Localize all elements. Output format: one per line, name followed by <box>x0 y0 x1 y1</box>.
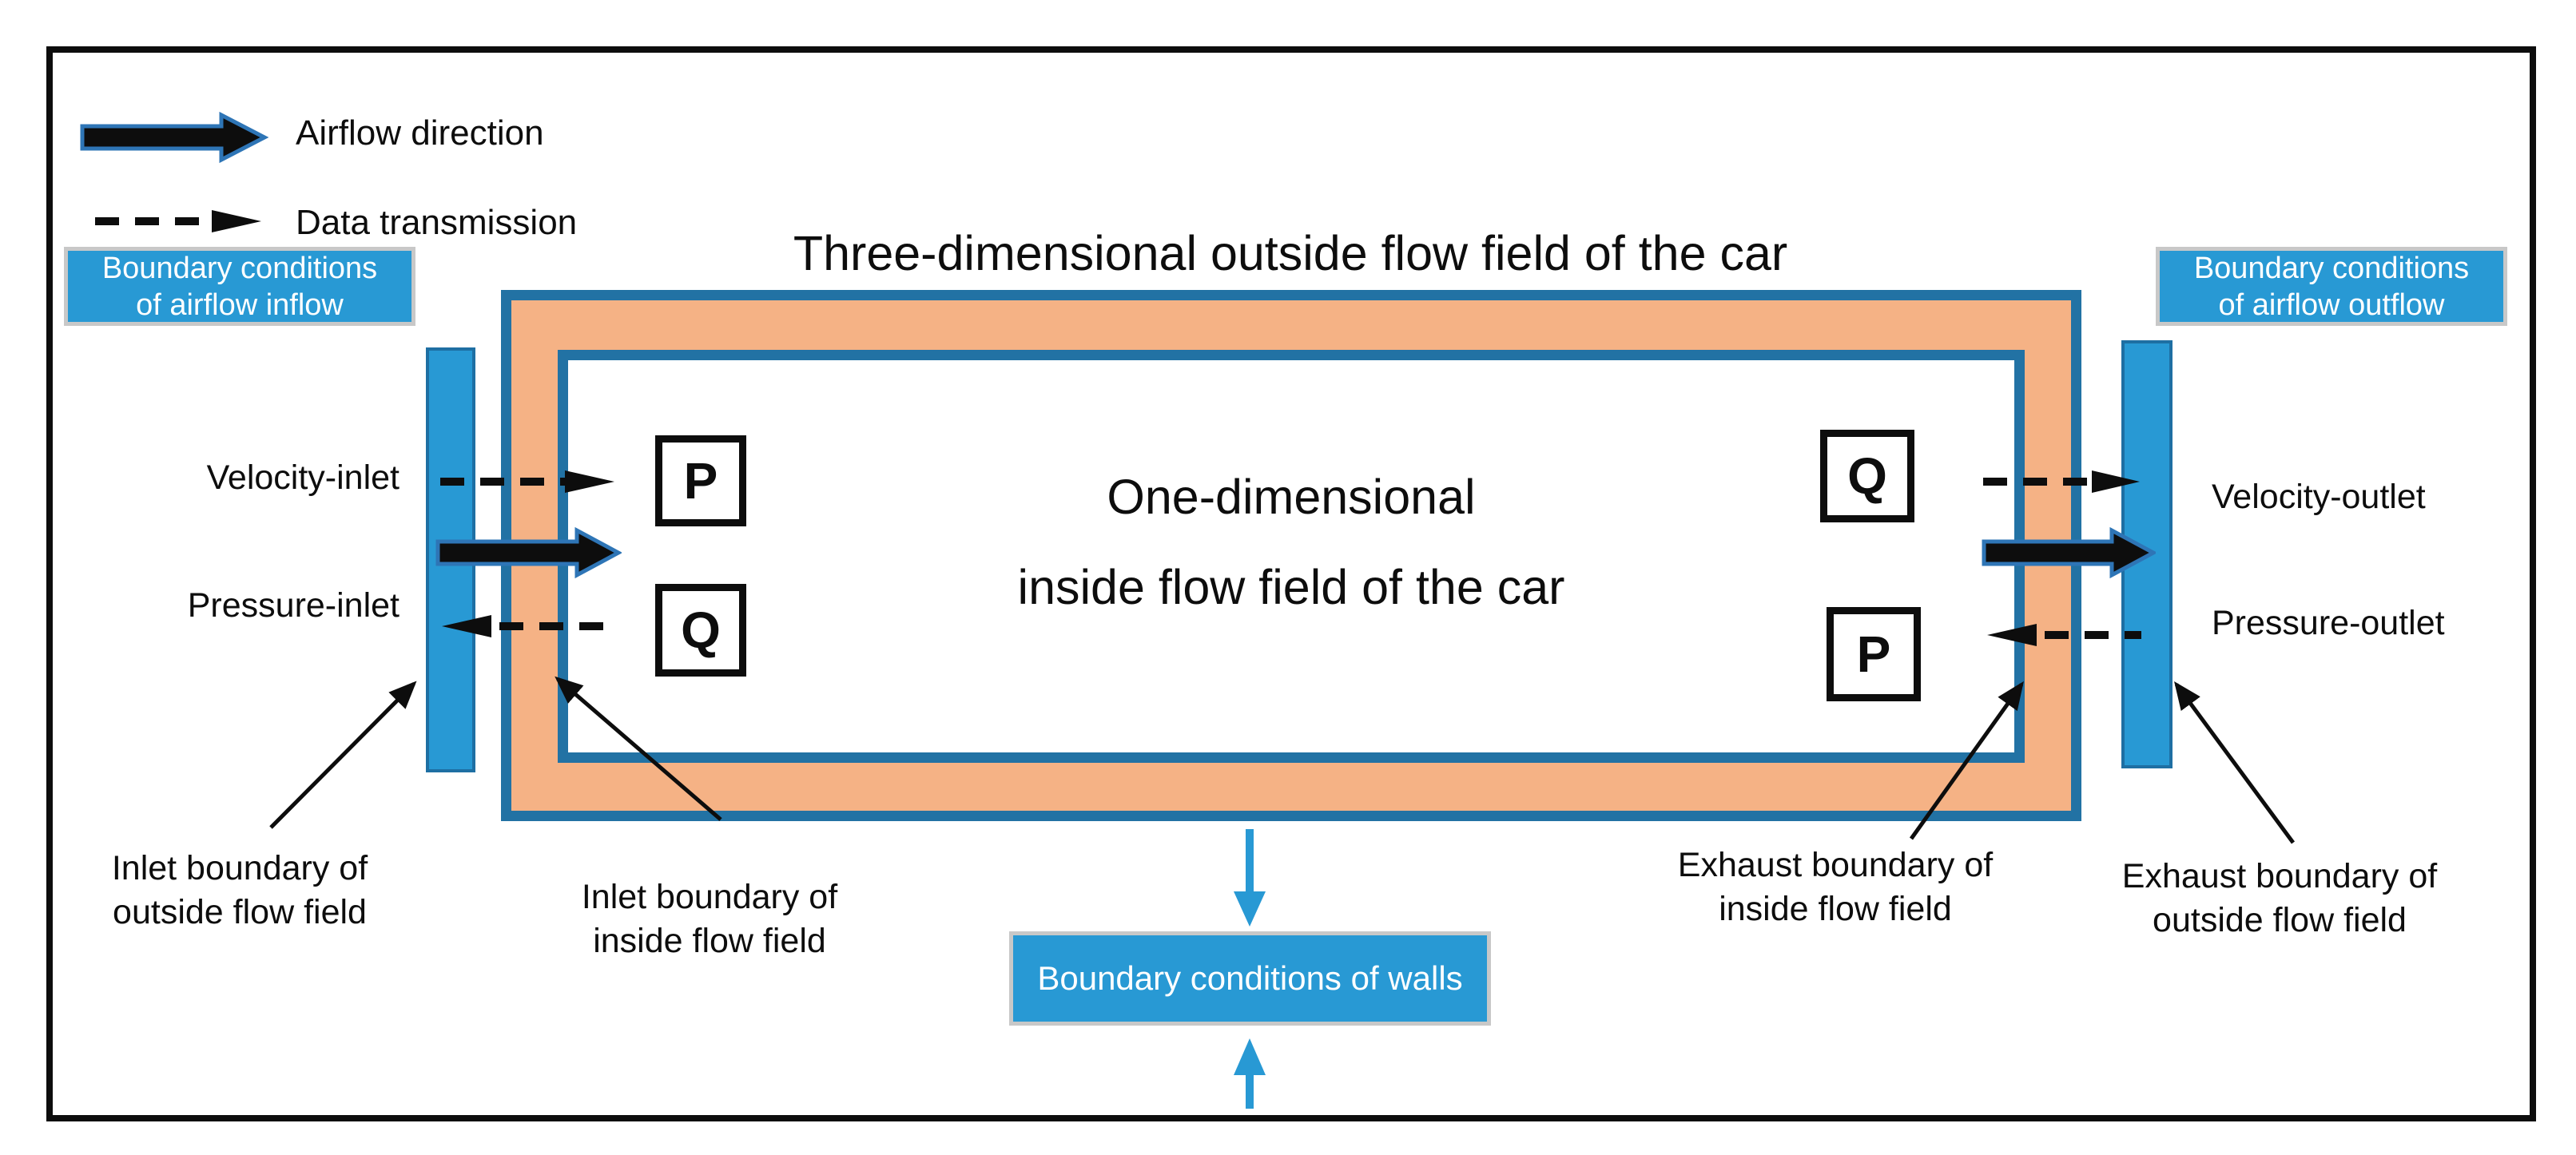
flow-box-right: Q <box>1820 430 1914 522</box>
exhaust-inside-line1: Exhaust boundary of <box>1677 846 1994 884</box>
callout-arrow-inlet-inside <box>555 676 722 821</box>
inflow-box-line1: Boundary conditions <box>101 251 378 285</box>
walls-box-text: Boundary conditions of walls <box>1037 959 1463 997</box>
airflow-direction-arrow-icon <box>80 111 269 164</box>
boundary-conditions-inflow-box: Boundary conditions of airflow inflow <box>64 247 415 326</box>
outside-flow-field-title: Three-dimensional outside flow field of … <box>793 226 1788 280</box>
boundary-conditions-outflow-box: Boundary conditions of airflow outflow <box>2156 247 2507 326</box>
pressure-box-left: P <box>655 435 746 526</box>
pressure-inlet-label: Pressure-inlet <box>187 586 400 625</box>
pressure-outlet-data-arrow <box>1987 624 2141 646</box>
airflow-arrow-outlet <box>1982 526 2156 579</box>
inside-caption-line1: One-dimensional <box>1107 470 1476 524</box>
callout-arrow-exhaust-inside <box>1909 681 2024 840</box>
data-transmission-arrow-icon <box>95 210 261 232</box>
inside-flow-field-caption: One-dimensional inside flow field of the… <box>572 452 2010 633</box>
flow-box-left: Q <box>655 584 746 677</box>
wall-arrow-down-icon <box>1234 829 1266 927</box>
inlet-outside-line1: Inlet boundary of <box>111 849 368 887</box>
exhaust-outside-line1: Exhaust boundary of <box>2121 857 2438 895</box>
exhaust-outside-label: Exhaust boundary of outside flow field <box>2108 855 2451 943</box>
exhaust-inside-line2: inside flow field <box>1719 890 1952 928</box>
velocity-outlet-label: Velocity-outlet <box>2212 478 2426 516</box>
wall-arrow-up-icon <box>1234 1038 1266 1109</box>
inlet-outside-line2: outside flow field <box>113 893 367 931</box>
boundary-conditions-walls-box: Boundary conditions of walls <box>1009 931 1491 1026</box>
outflow-box-line2: of airflow outflow <box>2218 288 2445 322</box>
outflow-box-line1: Boundary conditions <box>2193 251 2470 285</box>
callout-arrow-exhaust-outside <box>2174 681 2296 844</box>
pressure-box-right: P <box>1827 607 1921 701</box>
figure-border <box>46 46 2536 1121</box>
exhaust-inside-label: Exhaust boundary of inside flow field <box>1664 843 2007 931</box>
exhaust-outside-line2: outside flow field <box>2153 901 2407 939</box>
inlet-inside-line1: Inlet boundary of <box>581 878 838 916</box>
car-interior-region <box>558 350 2025 763</box>
callout-arrow-inlet-outside <box>269 681 417 829</box>
velocity-outlet-data-arrow <box>1983 470 2140 493</box>
pressure-inlet-data-arrow <box>442 615 619 637</box>
velocity-inlet-data-arrow <box>440 470 614 493</box>
velocity-inlet-label: Velocity-inlet <box>206 458 400 497</box>
inlet-outside-label: Inlet boundary of outside flow field <box>68 847 411 935</box>
legend-data-label: Data transmission <box>296 203 578 242</box>
legend-airflow-label: Airflow direction <box>296 113 544 153</box>
inflow-box-line2: of airflow inflow <box>136 288 344 322</box>
inlet-inside-line2: inside flow field <box>593 922 826 960</box>
pressure-outlet-label: Pressure-outlet <box>2212 604 2445 642</box>
airflow-arrow-inlet <box>435 526 622 579</box>
inside-caption-line2: inside flow field of the car <box>1017 560 1565 614</box>
inlet-inside-label: Inlet boundary of inside flow field <box>538 875 881 963</box>
